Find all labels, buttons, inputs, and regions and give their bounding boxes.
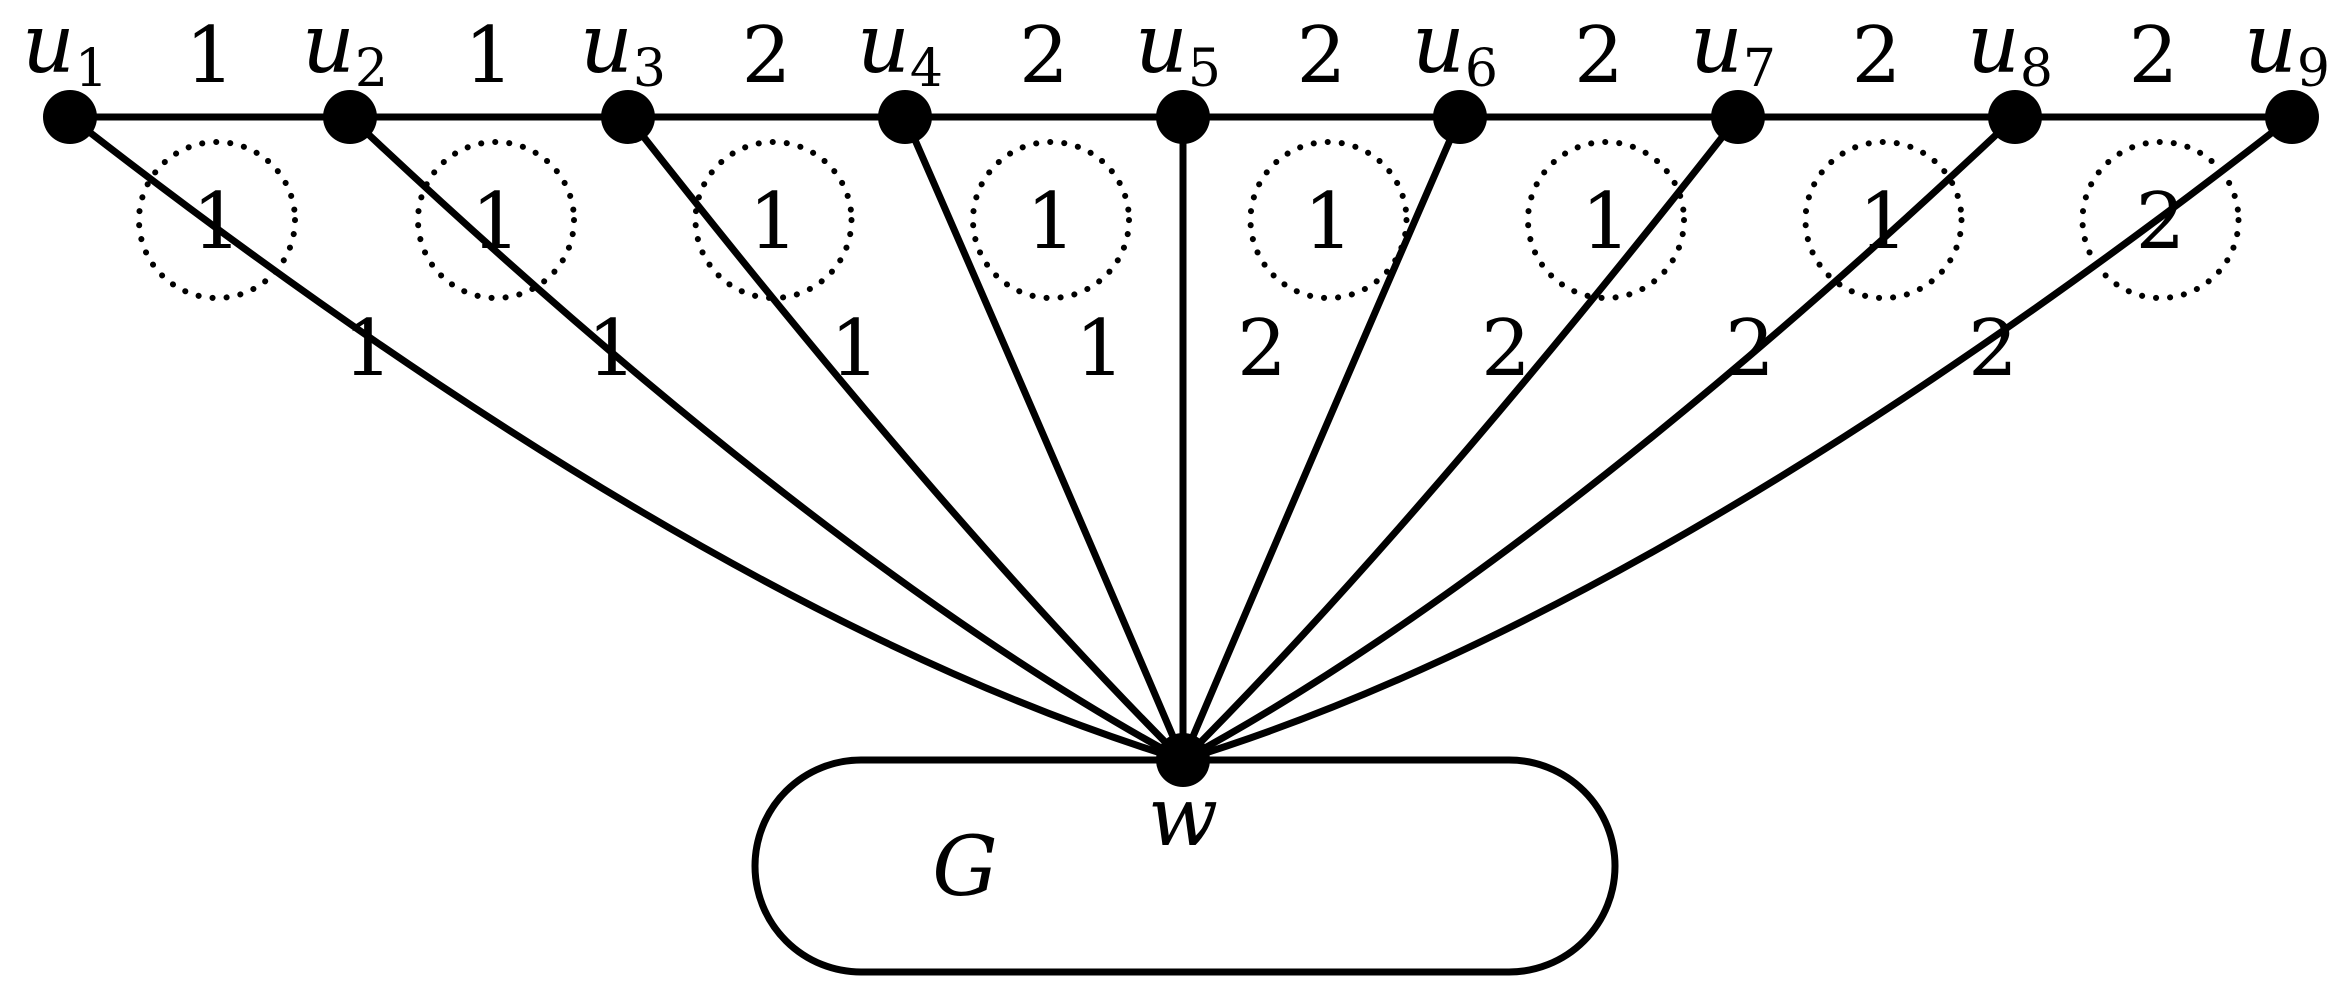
hub-vertex-name: w (1148, 770, 1218, 865)
face-label: 1 (1859, 177, 1909, 267)
face-circle (970, 139, 1132, 301)
spoke-edge (1179, 113, 2019, 764)
face-circle (1802, 139, 1965, 301)
vertex-name: u9 (2244, 0, 2330, 99)
face-circle (415, 139, 577, 301)
path-edge-label: 1 (185, 11, 235, 101)
spoke-edge (1179, 113, 1464, 764)
spoke-edge-label: 1 (587, 304, 637, 394)
spoke-edge (346, 113, 1187, 764)
spoke-edge-label: 2 (1968, 304, 2018, 394)
face-circle (136, 139, 298, 301)
vertex-name: u5 (1135, 0, 1221, 99)
vertex-name: u7 (1690, 0, 1776, 99)
face-label: 1 (471, 177, 521, 267)
face-label: 1 (1581, 177, 1631, 267)
face-label: 1 (192, 177, 242, 267)
spoke-edge-label: 2 (1725, 304, 1775, 394)
spoke-edge (66, 113, 1187, 764)
path-vertex (1988, 90, 2042, 144)
face-circle (2079, 139, 2242, 301)
spoke-edge-label: 2 (1237, 304, 1287, 394)
spoke-edge (1179, 113, 2296, 764)
vertex-name: u8 (1967, 0, 2053, 99)
path-vertex (601, 90, 655, 144)
spoke-edge-label: 2 (1481, 304, 1531, 394)
path-edge-label: 2 (2129, 11, 2179, 101)
path-edge-label: 1 (464, 11, 514, 101)
spoke-edge (1179, 113, 1742, 764)
path-vertex (1433, 90, 1487, 144)
face-label: 1 (1304, 177, 1354, 267)
hub-vertex (1156, 733, 1210, 787)
spoke-edge-label: 1 (1075, 304, 1125, 394)
path-vertex (1711, 90, 1765, 144)
spoke-edge (901, 113, 1187, 764)
vertices (43, 90, 2319, 787)
path-vertex (43, 90, 97, 144)
face-circle (692, 139, 855, 301)
vertex-name: u1 (22, 0, 108, 99)
path-edge-label: 2 (1019, 11, 1069, 101)
path-vertex (2265, 90, 2319, 144)
spoke-edge-label: 1 (830, 304, 880, 394)
face-circles (136, 139, 2242, 301)
spoke-edge (624, 113, 1187, 764)
face-circle (1525, 139, 1687, 301)
face-circle (1247, 139, 1410, 301)
vertex-name: u2 (302, 0, 388, 99)
path-vertex (878, 90, 932, 144)
vertex-name: u4 (857, 0, 943, 99)
face-label: 1 (749, 177, 799, 267)
path-edge-label: 2 (1297, 11, 1347, 101)
path-edge-label: 2 (742, 11, 792, 101)
path-edge-label: 2 (1852, 11, 1902, 101)
vertex-name: u6 (1412, 0, 1498, 99)
edges (66, 113, 2296, 764)
path-vertex (323, 90, 377, 144)
subgraph-g-label: G (932, 820, 998, 915)
spoke-edge-label: 1 (343, 304, 393, 394)
face-label: 1 (1026, 177, 1076, 267)
path-vertex (1156, 90, 1210, 144)
face-label: 2 (2136, 177, 2186, 267)
path-edge-label: 2 (1574, 11, 1624, 101)
vertex-name: u3 (580, 0, 666, 99)
